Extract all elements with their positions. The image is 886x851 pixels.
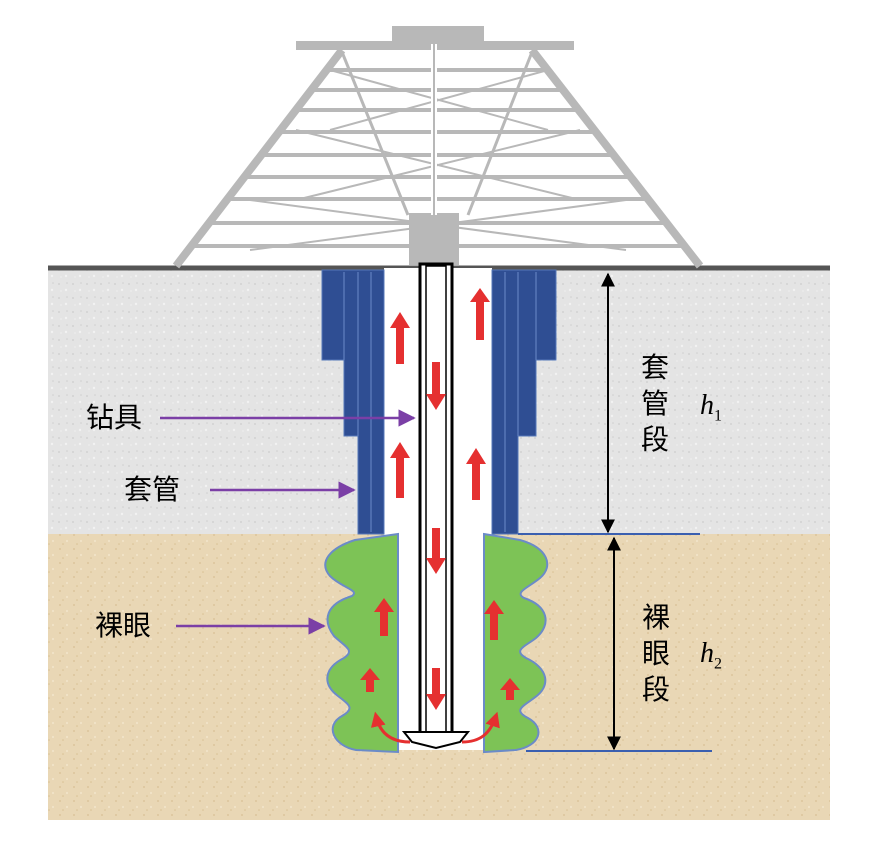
casing-left	[321, 269, 385, 535]
down-arrow	[426, 668, 446, 710]
up-arrow	[470, 288, 490, 340]
open-hole-section-char: 裸	[641, 601, 670, 634]
drill-tool-label: 钻具	[86, 401, 143, 434]
drill-bit	[401, 731, 471, 750]
up-arrow	[466, 448, 486, 500]
derrick	[172, 26, 704, 269]
open-hole-label: 裸眼	[95, 609, 152, 642]
up-arrow	[390, 312, 410, 364]
casing-section-char: 管	[640, 387, 669, 420]
h2-subscript: 2	[714, 655, 722, 673]
open-hole-section-char: 段	[641, 673, 670, 706]
up-arrow	[390, 442, 410, 498]
down-arrow	[426, 362, 446, 410]
cave-left	[324, 532, 399, 754]
casing-section-char: 段	[640, 423, 669, 456]
casing-label: 套管	[124, 473, 181, 506]
open-hole-section-label: 裸 眼 段	[641, 600, 671, 708]
casing-section-label: 套 管 段	[640, 350, 670, 458]
h2-label: h2	[700, 640, 722, 673]
h1-subscript: 1	[714, 407, 722, 425]
h2-symbol: h	[700, 638, 714, 669]
up-arrow	[500, 678, 520, 700]
curve-arrow-right	[461, 711, 500, 744]
up-arrow	[360, 668, 380, 692]
flow-arrows	[360, 288, 520, 710]
h1-symbol: h	[700, 390, 714, 421]
casing-section-char: 套	[640, 351, 669, 384]
h1-label: h1	[700, 392, 722, 425]
cave-right	[483, 532, 549, 754]
drill-pipe-inner	[425, 265, 447, 733]
down-arrow	[426, 528, 446, 574]
up-arrow	[484, 600, 504, 640]
curve-arrow-left	[370, 711, 411, 744]
open-hole-section-char: 眼	[641, 637, 670, 670]
casing-right	[491, 269, 557, 535]
up-arrow	[374, 598, 394, 636]
